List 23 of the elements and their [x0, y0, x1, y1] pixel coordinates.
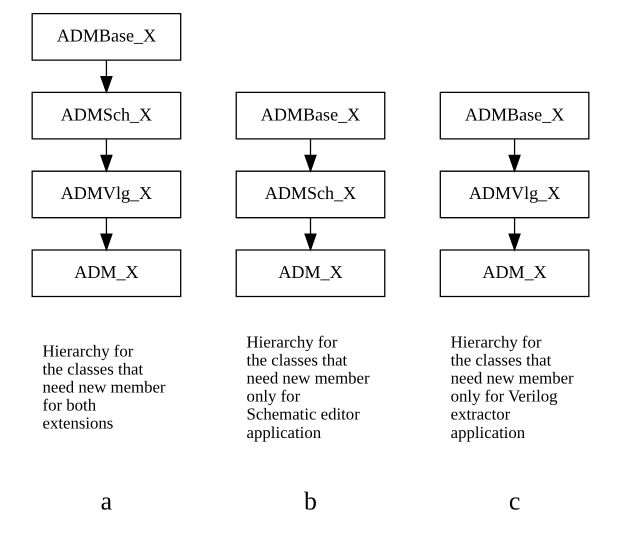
label: b	[304, 486, 316, 516]
label: Hierarchy for the classes that need new member for both extensions	[42, 341, 166, 433]
node-box: ADMBase_X	[31, 12, 181, 61]
arrow	[304, 139, 316, 173]
node-box: ADMVlg_X	[31, 170, 181, 218]
node-box: ADMSch_X	[31, 92, 181, 140]
node-box: ADMVlg_X	[439, 170, 589, 218]
arrow	[508, 139, 520, 173]
node-box: ADM_X	[235, 249, 385, 298]
label: a	[100, 486, 112, 516]
arrow	[100, 60, 112, 94]
node-box: ADMBase_X	[235, 92, 385, 140]
node-box: ADM_X	[31, 249, 181, 298]
arrow	[100, 139, 112, 173]
label: c	[508, 486, 520, 516]
arrow	[100, 218, 112, 252]
node-box: ADMBase_X	[439, 92, 589, 140]
arrow	[304, 218, 316, 252]
label: Hierarchy for the classes that need new member only for Verilog extractor application	[450, 332, 574, 442]
label: Hierarchy for the classes that need new member only for Schematic editor application	[246, 332, 370, 442]
node-box: ADM_X	[439, 249, 589, 298]
arrow	[508, 218, 520, 252]
node-box: ADMSch_X	[235, 170, 385, 218]
